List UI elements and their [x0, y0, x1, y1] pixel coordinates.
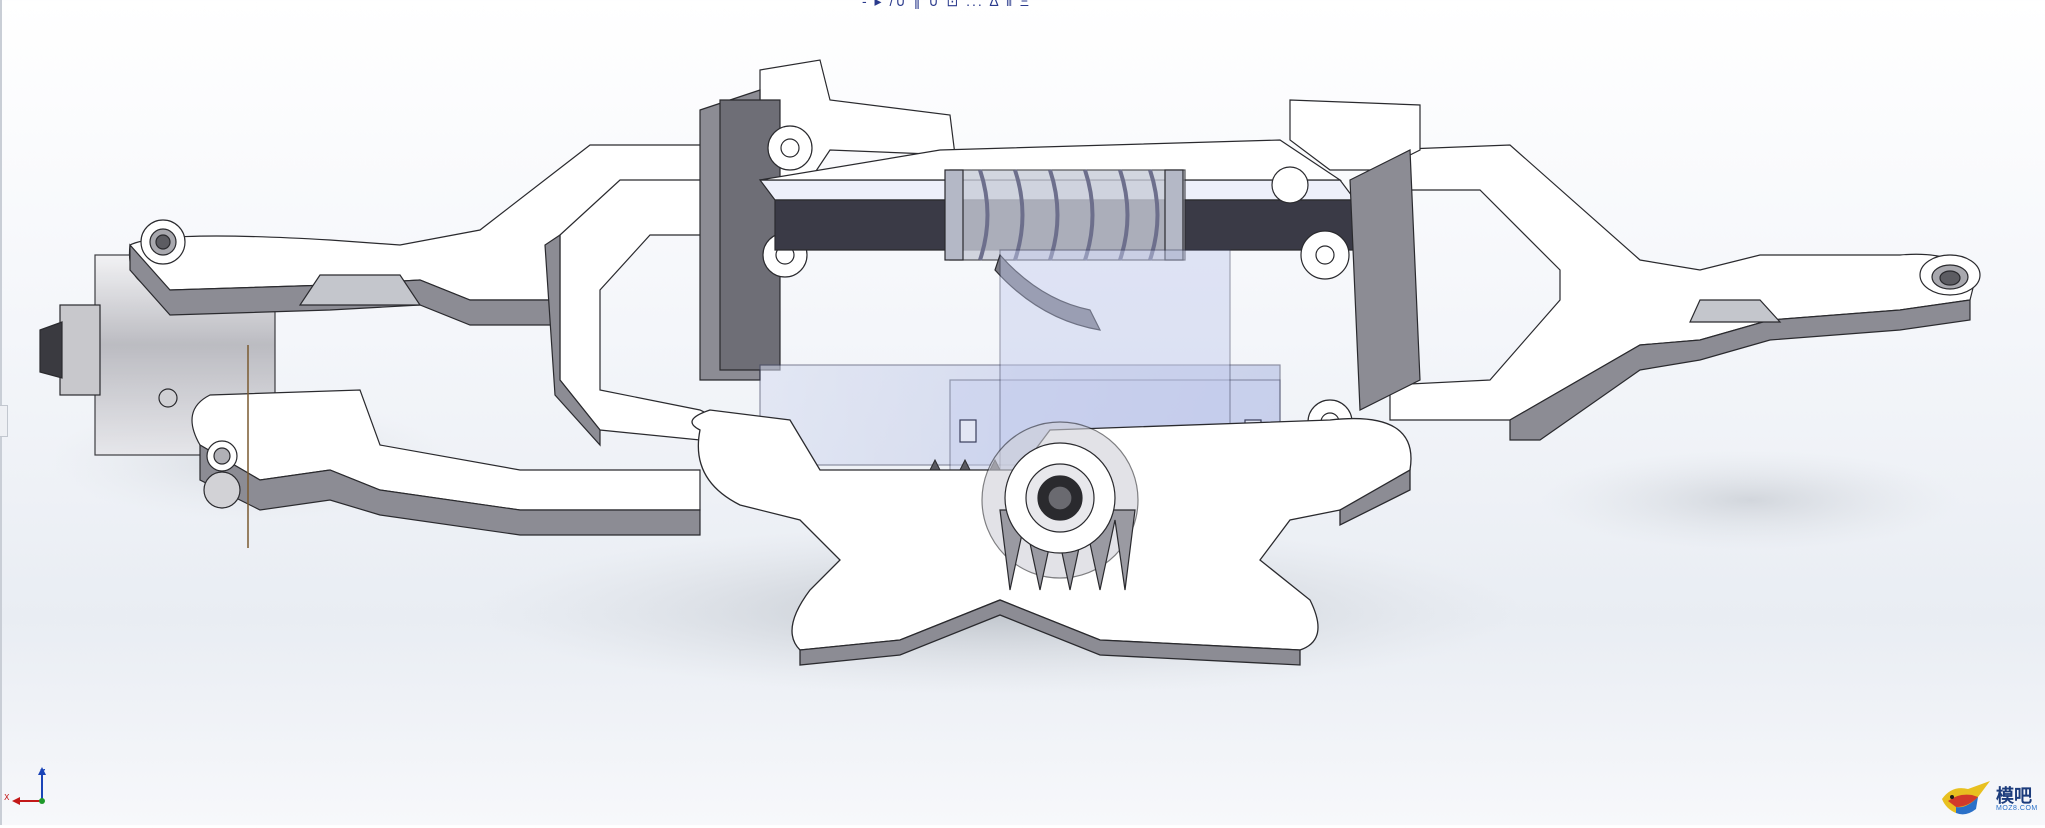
heads-up-toolbar-fragment[interactable]: - ▸ /∪ ∥ ∪ ⊡ ... ∆ ⫴ Ξ	[862, 0, 1032, 9]
feature-tree-collapse-tab[interactable]	[0, 405, 8, 437]
watermark-url: MOZ8.COM	[1996, 805, 2038, 812]
left-lower-arm	[191, 389, 701, 536]
coordinate-triad: Z X	[4, 765, 54, 813]
pinion-gear	[981, 421, 1139, 591]
watermark-logo: 模吧 MOZ8.COM	[1938, 775, 2038, 823]
bird-logo-icon	[1942, 781, 1990, 815]
center-upper-links	[699, 59, 956, 381]
ground-shadow-right	[1540, 450, 1960, 550]
triad-x-label: X	[4, 793, 10, 802]
spring-assembly	[944, 169, 1186, 331]
watermark-name: 模吧	[1996, 786, 2032, 807]
triad-z-label: Z	[40, 768, 46, 777]
right-arm	[1379, 144, 1981, 441]
triad-axes-icon	[12, 767, 46, 805]
